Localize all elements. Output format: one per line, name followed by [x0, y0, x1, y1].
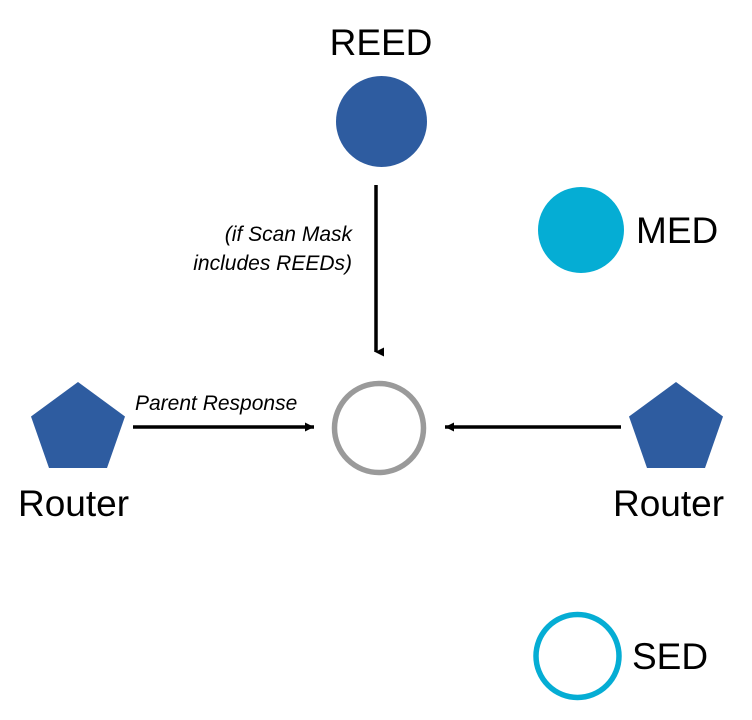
center-node-circle — [331, 380, 427, 476]
reed-node-label: REED — [330, 22, 433, 63]
edge-reed-to-center-label-line2: includes REEDs) — [193, 252, 352, 275]
router-right-label: Router — [613, 483, 724, 524]
edge-reed-to-center-label-line1: (if Scan Mask — [225, 223, 354, 246]
sed-node-circle — [533, 611, 622, 701]
edge-router-left-to-center-label: Parent Response — [135, 392, 297, 415]
med-node-label: MED — [636, 210, 718, 251]
reed-node-circle — [336, 76, 427, 167]
router-left-label: Router — [18, 483, 129, 524]
sed-node-label: SED — [632, 636, 708, 677]
router-right-pentagon — [629, 382, 723, 468]
med-node-circle — [538, 187, 624, 273]
router-left-pentagon — [31, 382, 125, 468]
